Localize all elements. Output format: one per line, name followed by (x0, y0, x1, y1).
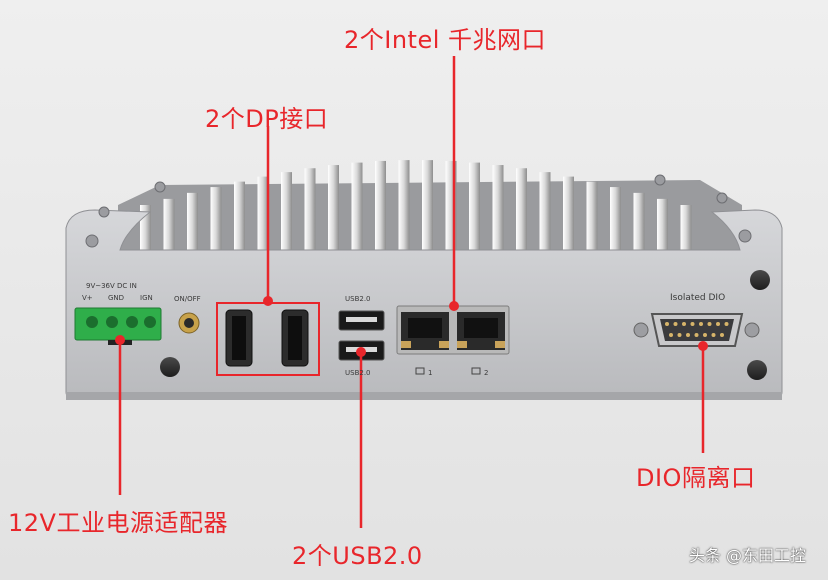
callout-power: 12V工业电源适配器 (8, 509, 228, 537)
heatsink-fin (563, 176, 574, 250)
dio-pin (703, 333, 707, 337)
heatsink-fin (375, 160, 386, 250)
heatsink-fin (140, 205, 151, 250)
heatsink-fin (351, 162, 363, 250)
dio-pin (669, 333, 673, 337)
heatsink-fin (445, 160, 457, 250)
dio-pin (694, 333, 699, 337)
heatsink-fin (163, 198, 175, 250)
power-ign-label: IGN (140, 294, 153, 302)
power-input-label: 9V~36V DC IN (86, 282, 137, 290)
lan-ports (396, 305, 510, 355)
dio-pin (720, 333, 724, 337)
dio-pin (665, 322, 669, 326)
callout-usb: 2个USB2.0 (292, 542, 423, 570)
dio-pin (724, 322, 729, 326)
dio-pin (707, 322, 712, 326)
heatsink-fin (187, 192, 198, 250)
power-gnd-label: GND (108, 294, 125, 302)
chassis-bottom-edge (66, 392, 782, 400)
heatsink-fin (328, 165, 339, 250)
dp-ports (225, 309, 309, 367)
heatsink-fin (657, 198, 668, 250)
heatsink-fin (422, 160, 433, 250)
callout-dp: 2个DP接口 (205, 105, 329, 133)
heatsink-fin (539, 172, 551, 250)
callout-lan: 2个Intel 千兆网口 (344, 26, 547, 54)
dio-pin (677, 333, 682, 337)
callout-dots (115, 296, 708, 357)
dio-label: Isolated DIO (670, 293, 726, 303)
dio-pin (711, 333, 716, 337)
heatsink-fin (304, 168, 316, 250)
mount-hole (747, 360, 767, 380)
mount-hole (160, 357, 180, 377)
dio-pin (690, 322, 695, 326)
heatsink-fin (398, 160, 410, 250)
heatsink-fin (257, 176, 269, 250)
screw-icon (85, 174, 752, 248)
power-switch (178, 312, 200, 334)
dio-pin (716, 322, 720, 326)
heatsink-fin (469, 162, 480, 250)
heatsink-fin (281, 172, 292, 250)
dio-pin (686, 333, 690, 337)
power-v-label: V+ (82, 294, 93, 302)
heatsink-fin (516, 168, 527, 250)
dio-pin (682, 322, 686, 326)
usb-top-label: USB2.0 (345, 295, 371, 303)
heatsink-fin (492, 165, 504, 250)
heatsink-fin (210, 187, 222, 250)
watermark: 头条 @东田工控 (688, 546, 806, 565)
mount-hole (750, 270, 770, 290)
dio-pin (673, 322, 678, 326)
switch-label: ON/OFF (174, 295, 201, 303)
heatsink-fin (610, 187, 621, 250)
callout-dio: DIO隔离口 (636, 464, 756, 492)
heatsink-fins (140, 160, 692, 250)
lan2-label: 2 (484, 369, 489, 377)
network-icon (415, 367, 481, 375)
usb-bottom-label: USB2.0 (345, 369, 371, 377)
heatsink-fin (234, 181, 245, 250)
heatsink-fin (586, 181, 598, 250)
callout-lines (118, 56, 705, 528)
dio-connector (633, 313, 760, 347)
lan1-label: 1 (428, 369, 433, 377)
heatsink-fin (633, 192, 645, 250)
dio-pin (699, 322, 703, 326)
heatsink-fin (680, 205, 692, 250)
